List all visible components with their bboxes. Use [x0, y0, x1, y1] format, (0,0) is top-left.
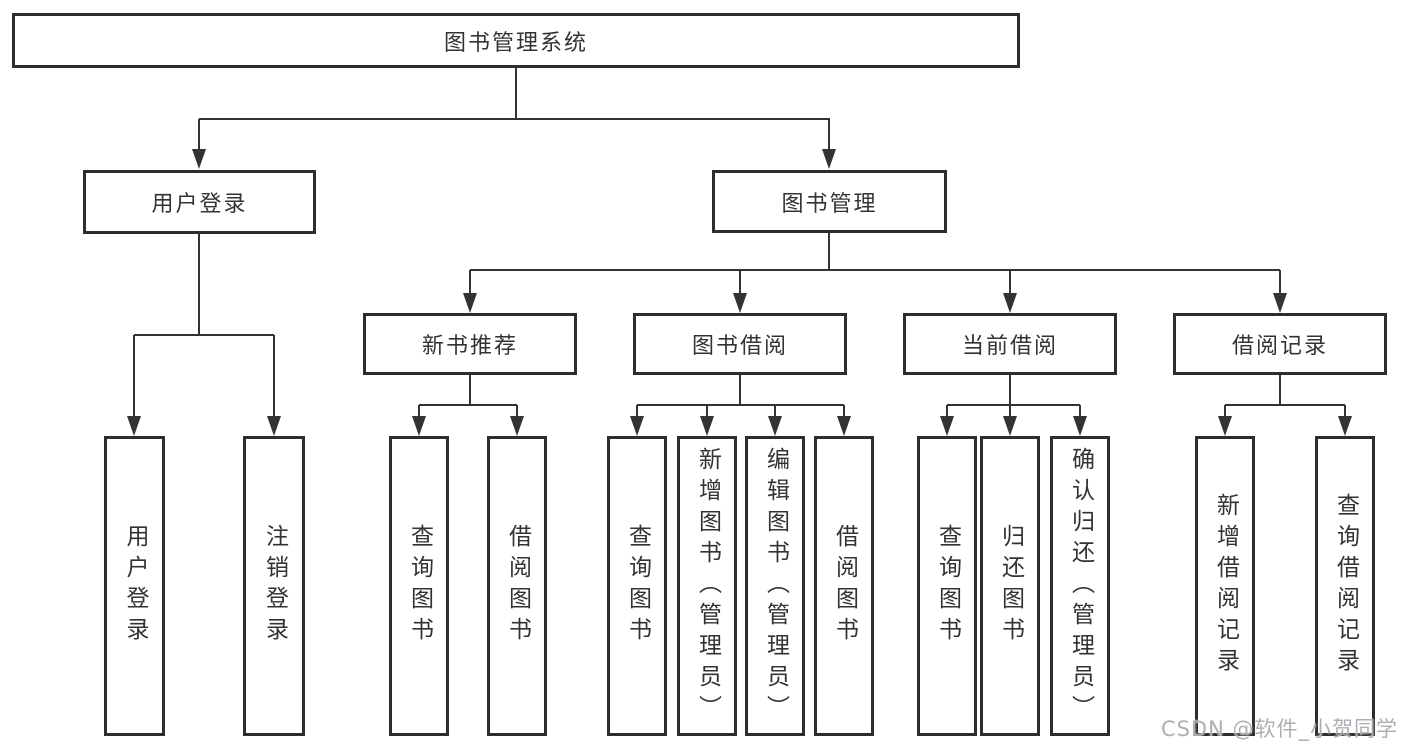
node-user-login: 用户登录	[83, 170, 316, 234]
node-recommend-borrow-books: 借阅图书	[487, 436, 547, 736]
csdn-watermark: CSDN @软件_小贺同学	[1160, 717, 1398, 741]
node-current-borrowing: 当前借阅	[903, 313, 1117, 375]
node-label: 查询图书	[934, 524, 961, 648]
node-borrowing-records: 借阅记录	[1173, 313, 1387, 375]
node-label: 新增借阅记录	[1212, 493, 1239, 679]
node-label: 图书管理	[781, 191, 878, 217]
node-label: 注销登录	[261, 524, 288, 648]
node-new-book-recommend: 新书推荐	[363, 313, 577, 375]
node-return-books: 归还图书	[980, 436, 1040, 736]
node-add-borrow-record: 新增借阅记录	[1195, 436, 1255, 736]
node-label: 确认归还（管理员）	[1067, 446, 1094, 726]
node-book-borrowing: 图书借阅	[633, 313, 847, 375]
node-book-management: 图书管理	[712, 170, 947, 233]
node-edit-books-admin: 编辑图书（管理员）	[745, 436, 805, 736]
node-label: 用户登录	[122, 524, 148, 648]
node-label: 当前借阅	[961, 334, 1058, 359]
node-library-system: 图书管理系统	[12, 13, 1020, 68]
node-recommend-query-books: 查询图书	[389, 436, 449, 736]
node-label: 图书管理系统	[443, 30, 588, 56]
node-label: 用户登录	[151, 192, 248, 217]
node-label: 借阅图书	[831, 524, 858, 648]
node-label: 新书推荐	[421, 334, 518, 359]
node-user-login-leaf: 用户登录	[104, 436, 165, 736]
node-current-query-books: 查询图书	[917, 436, 977, 736]
node-label: 图书借阅	[691, 334, 788, 359]
node-borrowing-borrow-books: 借阅图书	[814, 436, 874, 736]
node-confirm-return-admin: 确认归还（管理员）	[1050, 436, 1110, 736]
node-label: 查询图书	[624, 524, 651, 648]
node-label: 编辑图书（管理员）	[762, 446, 789, 726]
node-query-borrow-record: 查询借阅记录	[1315, 436, 1375, 736]
node-logout: 注销登录	[243, 436, 305, 736]
node-label: 借阅记录	[1231, 334, 1328, 359]
node-label: 借阅图书	[504, 524, 531, 648]
node-label: 归还图书	[997, 524, 1024, 648]
node-label: 查询借阅记录	[1332, 493, 1359, 679]
node-label: 新增图书（管理员）	[694, 446, 721, 726]
node-add-books-admin: 新增图书（管理员）	[677, 436, 737, 736]
node-label: 查询图书	[406, 524, 433, 648]
node-borrowing-query-books: 查询图书	[607, 436, 667, 736]
